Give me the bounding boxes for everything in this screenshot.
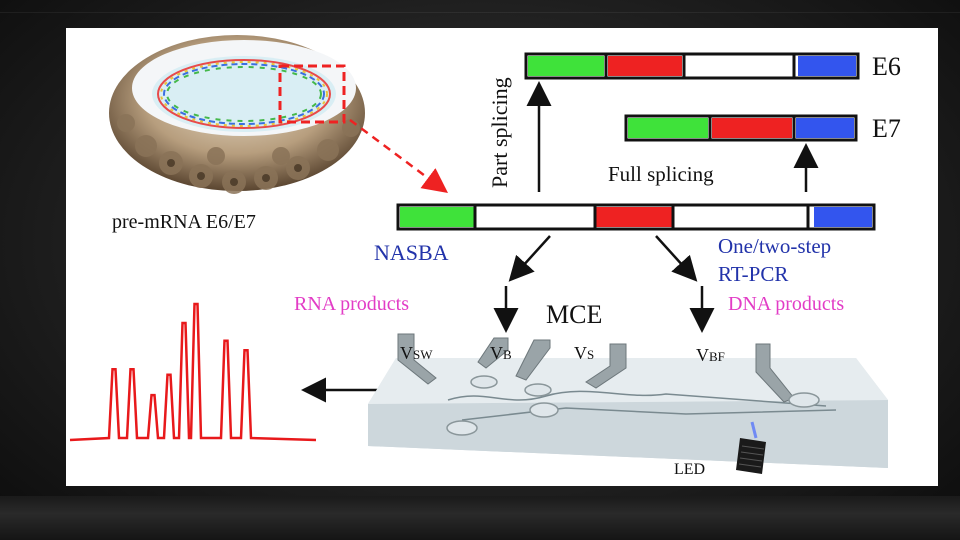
part-splicing-label: Part splicing xyxy=(487,77,512,188)
vs-label: VS xyxy=(574,343,595,363)
nasba-label: NASBA xyxy=(374,240,449,265)
full-splicing-label: Full splicing xyxy=(608,162,714,186)
dna-products-label: DNA products xyxy=(728,293,845,315)
flow-arrows xyxy=(301,81,819,403)
bottom-strip xyxy=(0,496,960,540)
virus-particle-illustration xyxy=(109,35,365,194)
e6-bar xyxy=(524,52,860,80)
vsw-label: VSW xyxy=(400,343,433,363)
e6-label: E6 xyxy=(872,52,901,81)
mce-chip xyxy=(368,333,888,468)
vb-label: VB xyxy=(490,343,512,363)
pre-mrna-bar xyxy=(396,203,876,231)
led-label: LED xyxy=(674,461,706,478)
vbf-label: VBF xyxy=(696,345,725,365)
rna-products-label: RNA products xyxy=(294,293,409,315)
rt-pcr-label: RT-PCR xyxy=(718,262,789,286)
zoom-arrow xyxy=(349,118,449,193)
pre-mrna-label: pre-mRNA E6/E7 xyxy=(112,211,256,233)
mce-label: MCE xyxy=(546,300,603,329)
e7-label: E7 xyxy=(872,114,901,143)
e7-bar xyxy=(624,114,858,142)
figure-panel: pre-mRNA E6/E7 Part splicing Full splici… xyxy=(66,28,938,486)
diagram-canvas xyxy=(69,35,888,474)
one-two-step-label: One/two-step xyxy=(718,234,832,258)
electropherogram-trace xyxy=(69,302,317,442)
led-detector-icon xyxy=(736,421,766,474)
dna-ring-icon xyxy=(157,59,331,129)
